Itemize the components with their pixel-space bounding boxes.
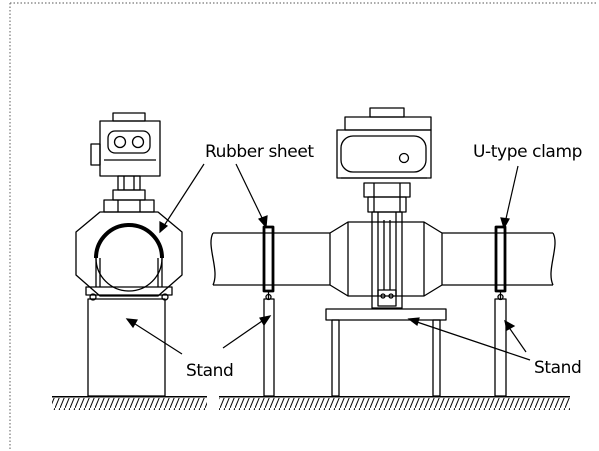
leader-stand-right-1: [407, 317, 531, 361]
leader-stand-right-2: [504, 319, 527, 353]
u-type-clamp-left: [262, 225, 275, 301]
leader-rubber-sheet-left: [159, 163, 205, 234]
leader-stand-left-2: [222, 315, 272, 349]
valve-body-side: [329, 182, 443, 309]
stand-posts: [263, 298, 507, 397]
label-u-type-clamp: U-type clamp: [473, 142, 582, 162]
label-stand-right: Stand: [534, 358, 581, 378]
end-view-valve: [90, 112, 161, 213]
leader-u-type-clamp: [500, 165, 519, 230]
end-view-pipe-section: [75, 211, 183, 301]
label-stand-left: Stand: [186, 361, 233, 381]
stand-left-support: [87, 298, 166, 397]
side-view-actuator: [336, 107, 432, 179]
leader-stand-left-1: [125, 318, 183, 355]
frame-border: [9, 2, 596, 451]
leader-rubber-sheet-right: [235, 163, 268, 229]
ground-left: [52, 396, 207, 410]
valve-stand-table: [325, 308, 447, 397]
pipe-line: [210, 232, 556, 286]
label-rubber-sheet: Rubber sheet: [205, 142, 314, 162]
ground-right: [219, 396, 570, 410]
u-type-clamp-right: [494, 225, 507, 301]
